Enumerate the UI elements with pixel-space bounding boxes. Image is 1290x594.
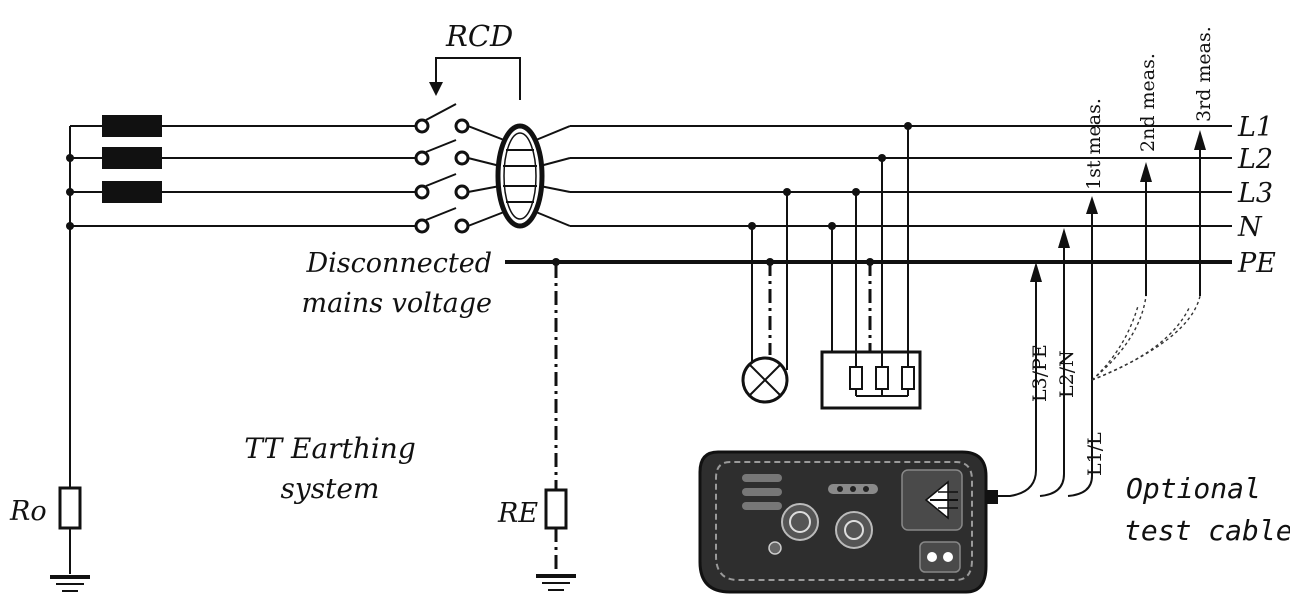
l1-label: L1 [1237, 112, 1273, 143]
test-cable-label: test cable! [1124, 514, 1290, 547]
lead-l2n-label: L2/N [1056, 350, 1078, 398]
transformer-windings [102, 115, 162, 203]
mains-voltage-label: mains voltage [301, 288, 492, 319]
l3-label: L3 [1237, 178, 1273, 209]
rcd-toroid [495, 123, 545, 229]
winding-l3 [102, 181, 162, 203]
lead-l3pe-label: L3/PE [1029, 344, 1051, 402]
tt-earthing-label: TT Earthing [244, 432, 416, 465]
optional-label: Optional [1126, 472, 1261, 505]
ro-resistor [58, 486, 82, 530]
resistor-load [820, 122, 922, 410]
tt-system-label: system [281, 472, 380, 505]
rcd-leads [467, 125, 571, 227]
meas3-label: 3rd meas. [1193, 26, 1215, 122]
meas1-label: 1st meas. [1083, 98, 1105, 190]
rcd-switch [414, 57, 521, 234]
winding-l1 [102, 115, 162, 137]
lead-l1l-label: L1/L [1084, 432, 1106, 476]
re-resistor [544, 488, 568, 530]
lamp-load [741, 188, 791, 404]
pe-label: PE [1237, 248, 1276, 279]
meas2-label: 2nd meas. [1137, 53, 1159, 152]
tester-button-right [835, 511, 873, 549]
ro-label: Ro [9, 496, 47, 527]
n-label: N [1237, 212, 1263, 243]
tester-button-left [781, 503, 819, 541]
rcd-label: RCD [445, 19, 513, 53]
l2-label: L2 [1237, 144, 1273, 175]
busbars [66, 125, 1232, 488]
re-label: RE [497, 498, 538, 529]
disconnected-label: Disconnected [305, 248, 492, 279]
winding-l2 [102, 147, 162, 169]
ro-earthing [50, 486, 90, 592]
re-earthing [536, 258, 576, 591]
test-leads [996, 130, 1206, 497]
tester-instrument [698, 450, 998, 594]
indicator-leds [742, 474, 878, 510]
